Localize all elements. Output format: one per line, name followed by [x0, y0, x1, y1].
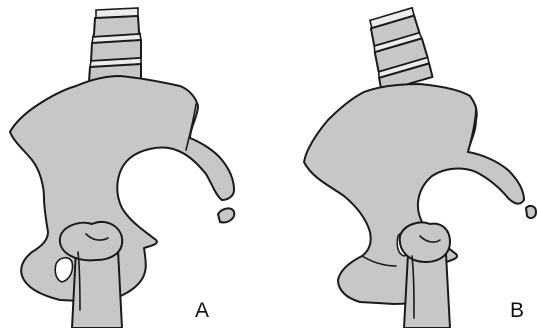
panel-b-femoral-head	[400, 223, 450, 263]
panel-b-femur	[400, 223, 450, 328]
panel-a-femoral-head	[60, 222, 122, 260]
panel-a-bone-fragment	[218, 208, 234, 222]
panel-a: A	[10, 8, 234, 328]
panel-a-label: A	[195, 299, 209, 322]
panel-b-femoral-shaft	[404, 254, 450, 328]
panel-a-lumbar-spine	[89, 8, 141, 82]
panel-a-ilium	[10, 76, 234, 302]
panel-b: B	[304, 7, 536, 328]
panel-b-lumbar-spine	[364, 7, 433, 92]
panel-b-label: B	[510, 299, 524, 322]
panel-b-bone-fragment	[526, 206, 536, 218]
